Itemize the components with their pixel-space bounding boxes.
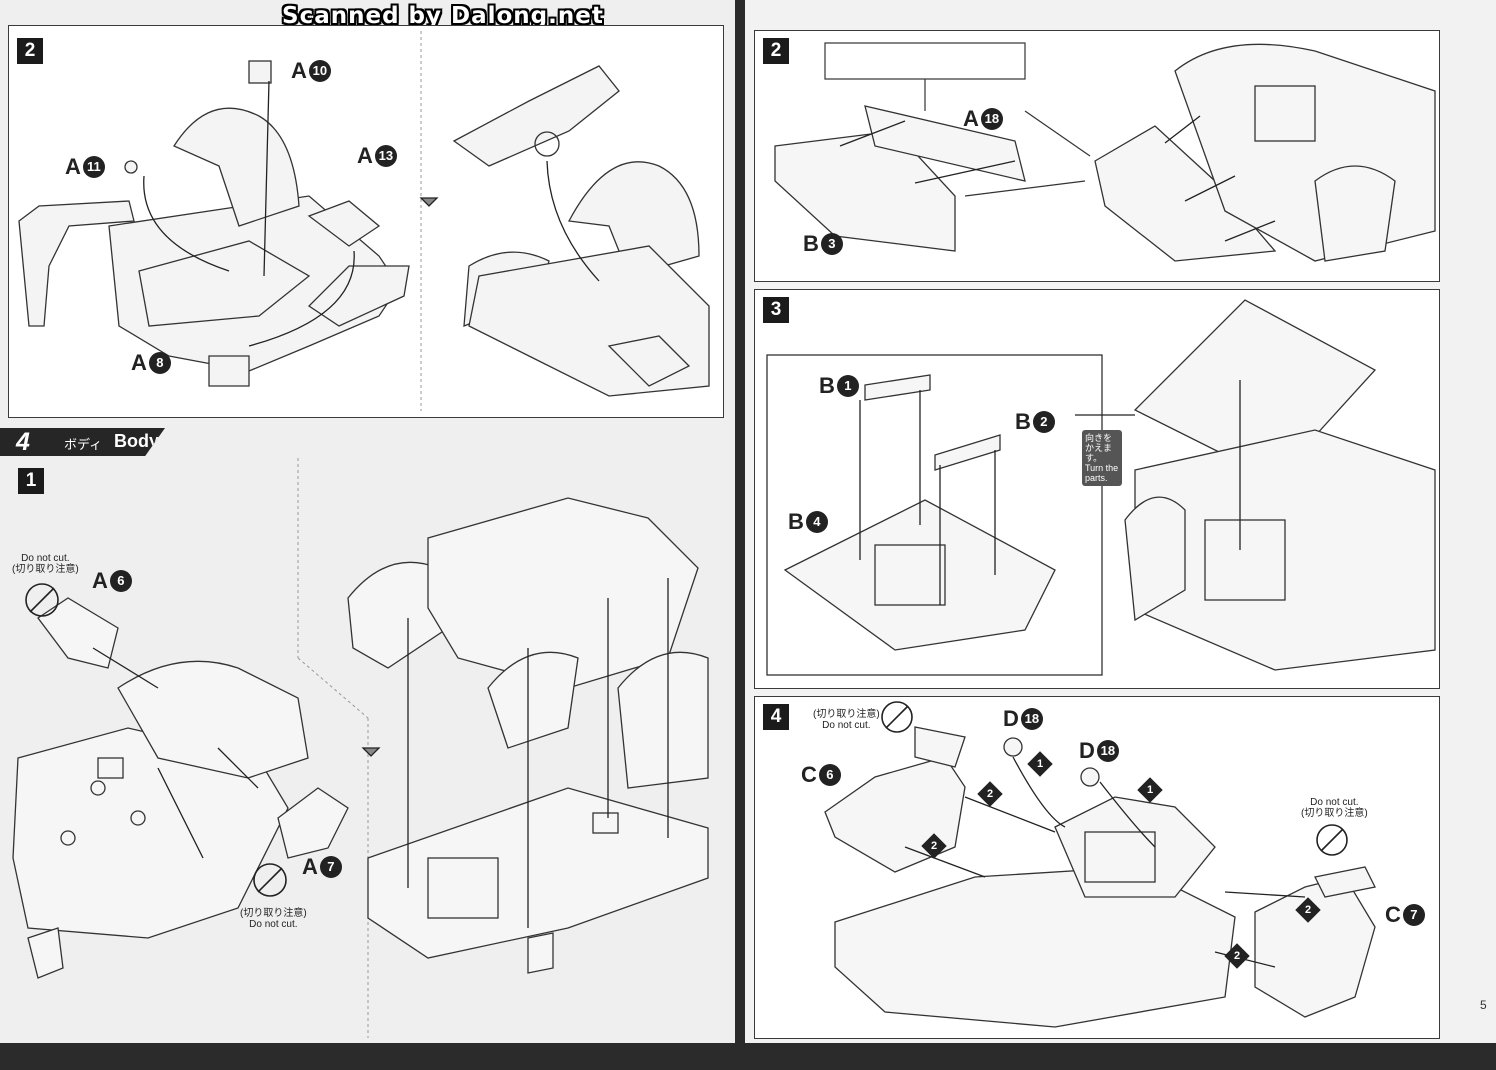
front-grille-drawing	[774, 42, 1436, 262]
section-title-en: Body	[114, 431, 159, 451]
page-number: 5	[1480, 998, 1487, 1012]
do-not-cut-note-top: Do not cut. (切り取り注意)	[12, 553, 79, 575]
turn-parts-note: 向きを かえます。 Turn the parts.	[1082, 430, 1122, 486]
do-not-cut-icon-right	[1316, 824, 1348, 856]
step-number: 4	[763, 704, 789, 730]
step-number: 3	[763, 297, 789, 323]
step-number: 2	[763, 38, 789, 64]
do-not-cut-icon-bottom	[253, 863, 287, 897]
step-number: 1	[18, 468, 44, 494]
step-number: 2	[17, 38, 43, 64]
do-not-cut-note-left: (切り取り注意) Do not cut.	[813, 709, 880, 731]
chassis-engine-drawing	[12, 458, 709, 1038]
section-header-body: 4 ボディ Body	[0, 428, 165, 456]
do-not-cut-icon-top	[25, 583, 59, 617]
scan-watermark: Scanned by Dalong.net	[282, 3, 604, 29]
do-not-cut-note-bottom: (切り取り注意) Do not cut.	[240, 908, 307, 930]
do-not-cut-icon-left	[881, 701, 913, 733]
engine-cover-drawing	[766, 299, 1436, 676]
cockpit-assembly-drawing	[18, 31, 710, 411]
section-title-jp: ボディ	[64, 437, 103, 452]
callout-box	[824, 42, 1091, 197]
do-not-cut-note-right: Do not cut. (切り取り注意)	[1301, 797, 1368, 819]
section-number: 4	[16, 428, 30, 456]
